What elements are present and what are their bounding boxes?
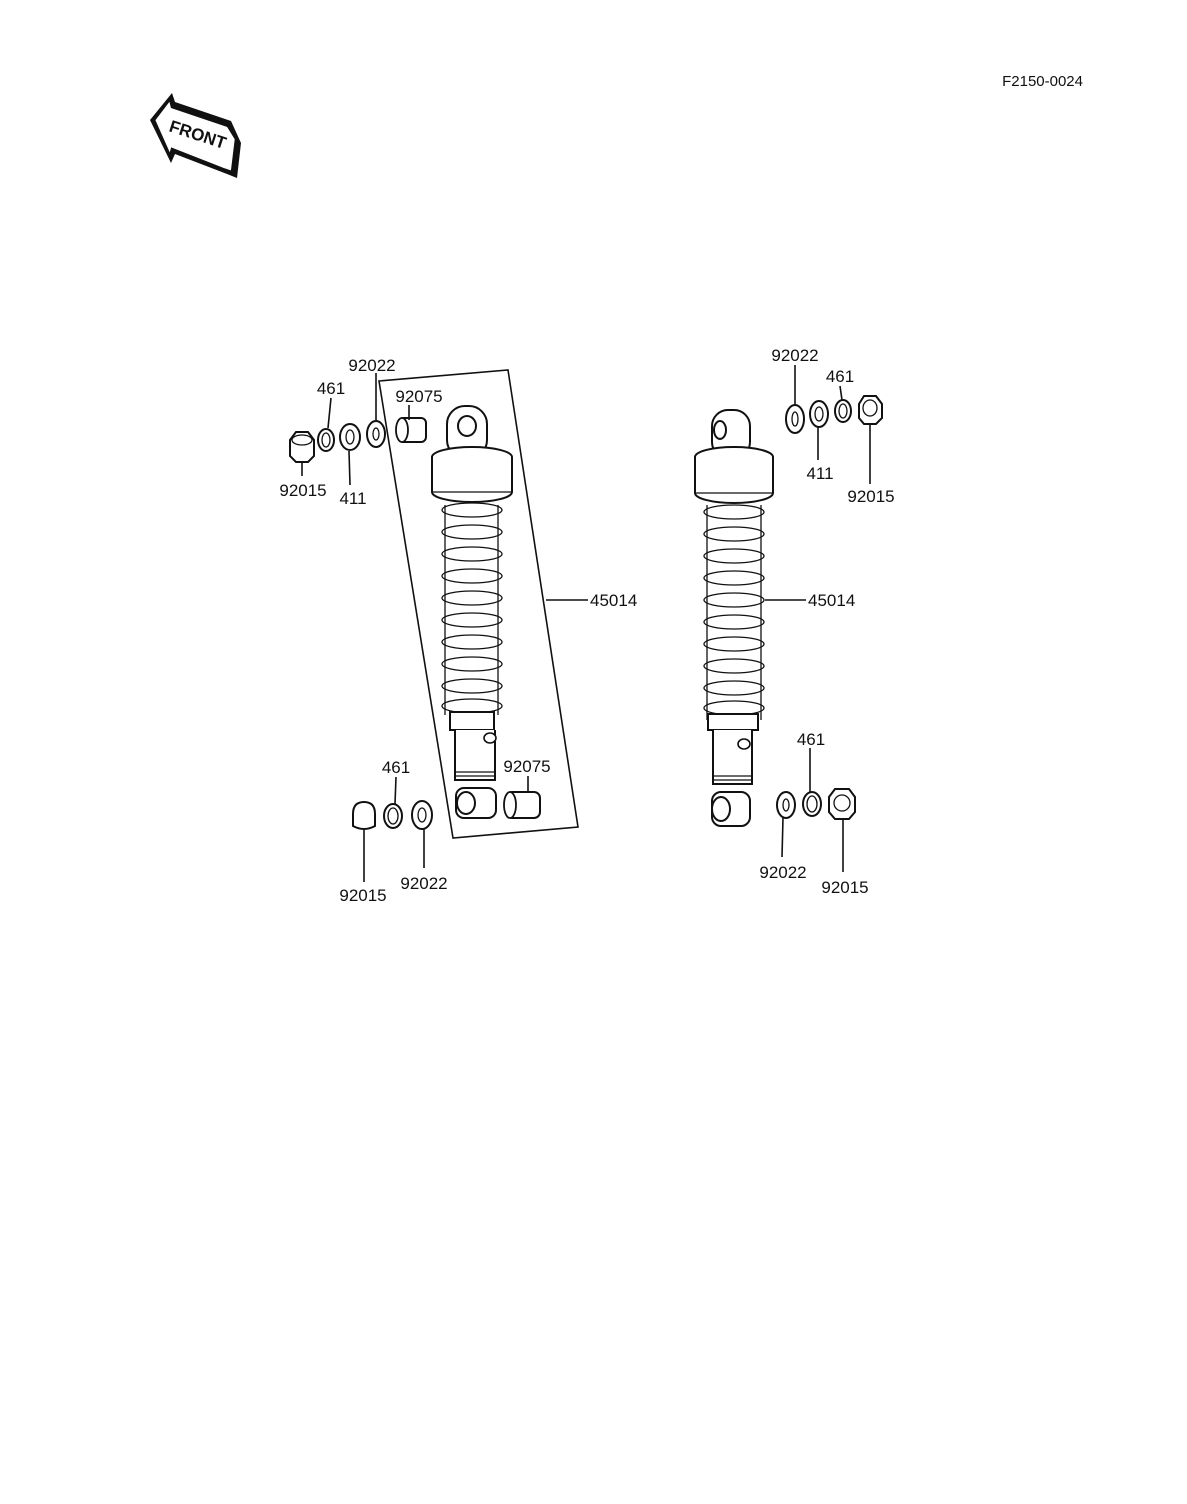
- left-spring: [441, 502, 503, 715]
- right-lower-washer-92022: [776, 791, 796, 819]
- right-lower-cap-nut-92015: [828, 788, 856, 820]
- left-upper-washer-92022: [366, 420, 386, 448]
- label-left-lower-92022: 92022: [400, 874, 447, 893]
- label-right-lower-92022: 92022: [759, 863, 806, 882]
- right-shock-absorber: [694, 409, 774, 827]
- label-left-upper-92022: 92022: [348, 356, 395, 375]
- reference-code: F2150-0024: [1002, 73, 1083, 90]
- label-right-upper-411: 411: [806, 464, 833, 483]
- label-left-shock-45014: 45014: [590, 591, 637, 610]
- label-right-shock-45014: 45014: [808, 591, 855, 610]
- label-right-upper-92022: 92022: [771, 346, 818, 365]
- left-upper-washer-411: [339, 423, 361, 451]
- label-right-lower-461: 461: [797, 730, 825, 749]
- right-assembly: 92022 461 411 92015 45014 461 92022 9201…: [694, 346, 895, 897]
- label-left-upper-92075: 92075: [395, 387, 442, 406]
- label-left-upper-411: 411: [339, 489, 366, 508]
- left-lower-cap-nut-92015: [352, 800, 376, 830]
- left-assembly-frame: [378, 369, 579, 839]
- label-right-upper-92015: 92015: [847, 487, 894, 506]
- label-right-lower-92015: 92015: [821, 878, 868, 897]
- left-upper-cap-nut-92015: [289, 431, 315, 463]
- left-upper-collar-92075: [395, 417, 427, 443]
- right-spring: [703, 504, 765, 720]
- left-assembly: 92022 461 92075 411 92015 45014 92075: [279, 356, 637, 905]
- left-lower-lock-washer-461: [383, 803, 403, 829]
- left-lower-washer-92022: [411, 800, 433, 830]
- label-left-lower-461: 461: [382, 758, 410, 777]
- right-lower-lock-washer-461: [802, 791, 822, 817]
- left-upper-lock-washer-461: [317, 428, 335, 452]
- label-left-lower-92015: 92015: [339, 886, 386, 905]
- label-left-upper-461: 461: [317, 379, 345, 398]
- right-upper-lock-washer-461: [834, 399, 852, 423]
- left-lower-collar-92075: [503, 791, 541, 819]
- left-shock-absorber: [431, 405, 513, 819]
- label-left-lower-92075: 92075: [503, 757, 550, 776]
- right-upper-washer-411: [809, 400, 829, 428]
- front-arrow-icon: FRONT: [150, 93, 241, 178]
- label-left-upper-92015: 92015: [279, 481, 326, 500]
- label-right-upper-461: 461: [826, 367, 854, 386]
- right-upper-washer-92022: [785, 404, 805, 434]
- right-upper-cap-nut-92015: [858, 395, 883, 425]
